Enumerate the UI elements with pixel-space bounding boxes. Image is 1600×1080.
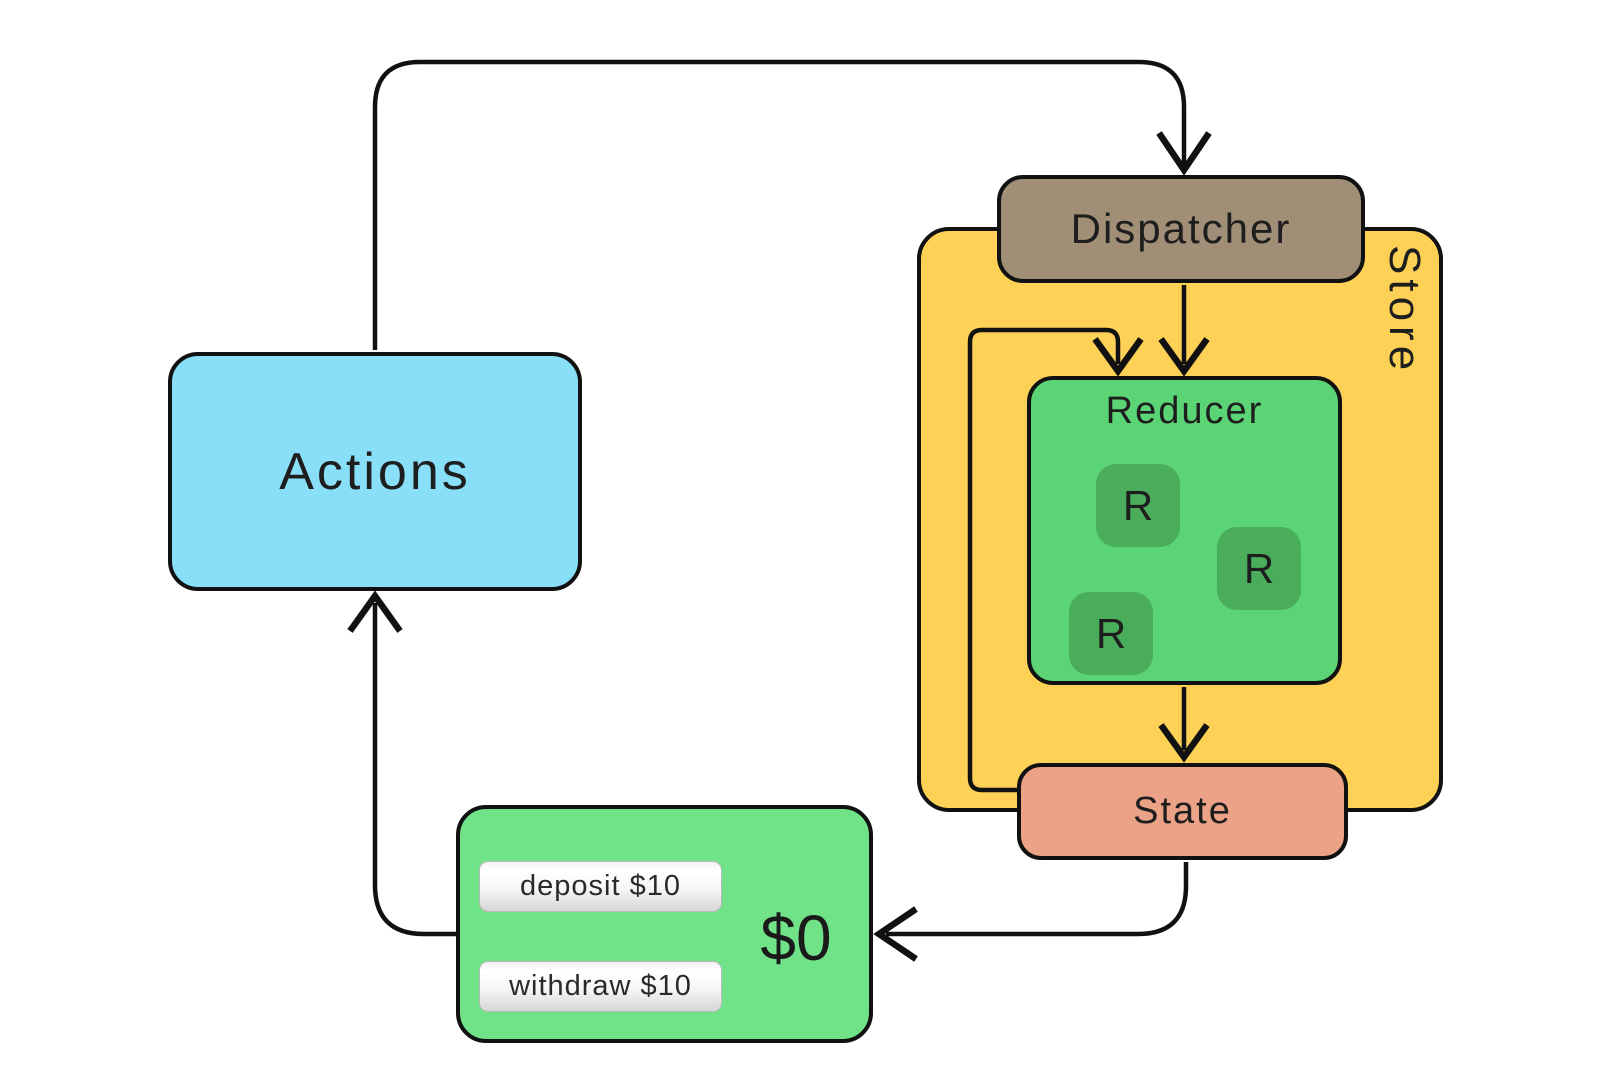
- balance-value: $0: [760, 902, 832, 974]
- view-box: deposit $10 withdraw $10 $0: [456, 805, 873, 1043]
- arrow-view-to-actions-head: [347, 590, 403, 633]
- actions-label: Actions: [279, 442, 471, 501]
- reducer-unit: R: [1069, 592, 1153, 675]
- reducer-label: Reducer: [1105, 390, 1264, 432]
- actions-box: Actions: [168, 352, 582, 591]
- reducer-unit-label: R: [1243, 544, 1275, 592]
- reducer-unit: R: [1096, 464, 1180, 547]
- dispatcher-label: Dispatcher: [1070, 205, 1292, 252]
- arrow-view-to-actions-line: [372, 603, 458, 937]
- state-box: State: [1017, 763, 1348, 860]
- reducer-unit-label: R: [1095, 609, 1127, 657]
- dispatcher-box: Dispatcher: [997, 175, 1365, 283]
- deposit-button[interactable]: deposit $10: [479, 861, 722, 912]
- store-label: Store: [1380, 245, 1429, 376]
- state-label: State: [1133, 790, 1232, 832]
- reducer-unit-label: R: [1122, 481, 1154, 529]
- arrow-state-to-view-head: [873, 906, 918, 962]
- reducer-unit: R: [1217, 527, 1301, 610]
- withdraw-button[interactable]: withdraw $10: [479, 961, 722, 1012]
- arrow-actions-to-dispatcher-head: [1156, 131, 1212, 176]
- arrow-state-to-view-line: [886, 862, 1189, 937]
- reducer-box: Reducer R R R: [1027, 376, 1342, 685]
